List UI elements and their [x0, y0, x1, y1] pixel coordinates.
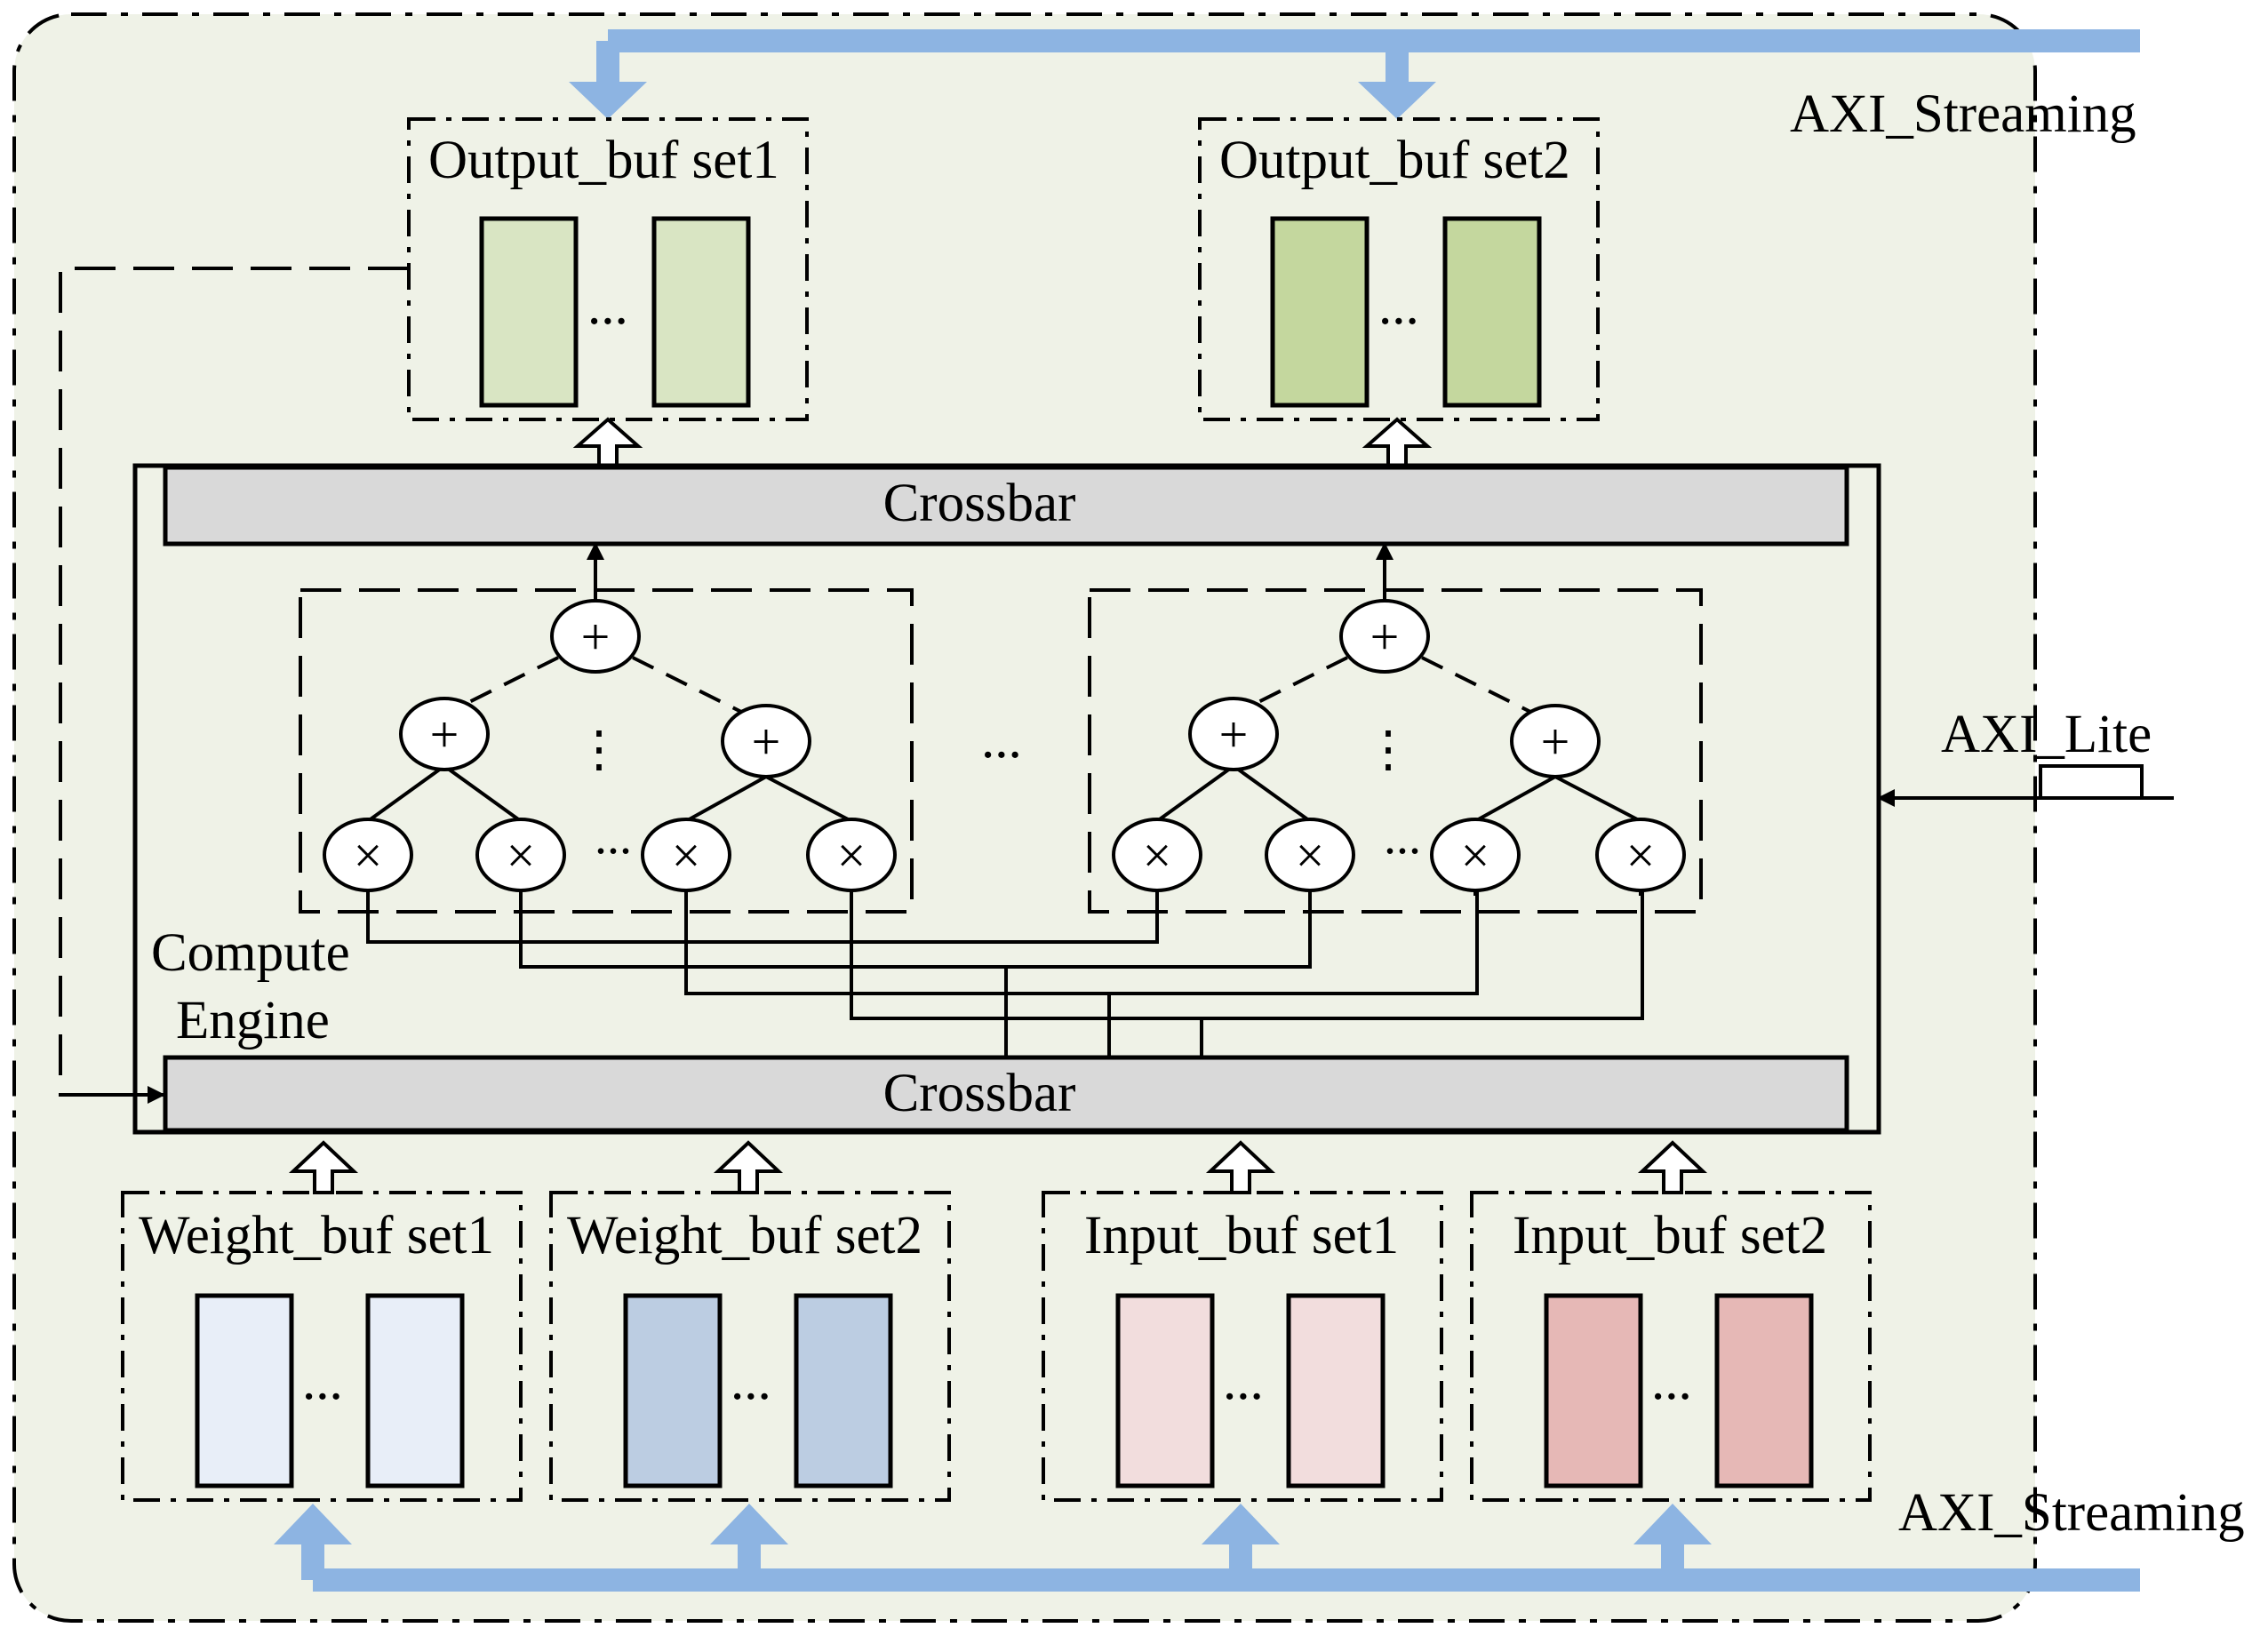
crossbar-top: [163, 465, 1849, 547]
output-buffer-label: Output_buf set1: [428, 131, 779, 190]
adder-node: +: [1188, 697, 1279, 771]
multiplier-node: ×: [1265, 818, 1355, 892]
hollow-up-arrow: [288, 1140, 359, 1194]
ellipsis: ...: [587, 276, 628, 336]
adder-node: +: [1510, 704, 1601, 778]
buffer-block: [1115, 1293, 1215, 1488]
input-side-buffer-label: Weight_buf set1: [139, 1206, 494, 1265]
input-buffer-set-2: Input_buf set2 ...: [1470, 1191, 1872, 1502]
ellipsis: ...: [731, 1352, 771, 1411]
weight-buffer-set-2: Weight_buf set2 ...: [549, 1191, 951, 1502]
ellipsis: ...: [1223, 1352, 1264, 1411]
multiplier-node: ×: [1595, 818, 1686, 892]
ellipsis: ...: [1651, 1352, 1692, 1411]
buffer-block: [794, 1293, 893, 1488]
multiplier-node: ×: [806, 818, 897, 892]
compute-engine-label-line1: Compute: [151, 923, 350, 983]
input-side-buffer-label: Input_buf set2: [1513, 1206, 1827, 1265]
buffer-block: [479, 216, 579, 408]
crossbar-top-label: Crossbar: [883, 474, 1076, 533]
adder-node: +: [721, 704, 811, 778]
crossbar-wires: [366, 890, 1644, 1057]
crossbar-bottom-label: Crossbar: [883, 1064, 1076, 1123]
output-buffer-set-1: Output_buf set1 ...: [407, 117, 809, 421]
buffer-block: [1442, 216, 1542, 408]
ellipsis: ...: [1378, 276, 1419, 336]
axi-streaming-bottom-bus: [274, 1504, 2140, 1592]
multiplier-node-symbol: ×: [507, 826, 536, 884]
axi-streaming-top-label: AXI_Streaming: [1790, 84, 2136, 144]
hollow-up-arrow: [713, 1140, 784, 1194]
vertical-ellipsis: ⋮: [574, 722, 624, 778]
output-buffer-label: Output_buf set2: [1219, 131, 1570, 190]
adder-node-symbol: +: [581, 608, 611, 666]
multiplier-node-symbol: ×: [837, 826, 866, 884]
multiplier-node-symbol: ×: [672, 826, 701, 884]
multiplier-node-symbol: ×: [1626, 826, 1656, 884]
buffer-block: [1286, 1293, 1386, 1488]
multiplier-node: ×: [1430, 818, 1521, 892]
multiplier-node-symbol: ×: [1143, 826, 1172, 884]
axi-lite-label: AXI_Lite: [1941, 705, 2152, 764]
pe-group-2-box: [1088, 588, 1703, 914]
adder-node-symbol: +: [1219, 706, 1249, 763]
multiplier-node-symbol: ×: [1296, 826, 1325, 884]
axi-streaming-bottom-label: AXI_Streaming: [1898, 1483, 2245, 1543]
input-side-buffer-label: Input_buf set1: [1084, 1206, 1399, 1265]
ellipsis: ...: [1384, 810, 1421, 865]
multiplier-node-symbol: ×: [1461, 826, 1490, 884]
vertical-ellipsis: ⋮: [1363, 722, 1413, 778]
buffer-block: [365, 1293, 465, 1488]
output-buffer-set-2: Output_buf set2 ...: [1198, 117, 1600, 421]
input-side-buffer-label: Weight_buf set2: [567, 1206, 922, 1265]
weight-buffer-set-1: Weight_buf set1 ...: [121, 1191, 523, 1502]
buffer-block: [1714, 1293, 1814, 1488]
adder-node-symbol: +: [1541, 713, 1570, 770]
adder-node-symbol: +: [752, 713, 781, 770]
hollow-up-arrow: [1637, 1140, 1708, 1194]
ellipsis: ...: [981, 710, 1022, 770]
buffer-block: [651, 216, 751, 408]
compute-engine-label-line2: Engine: [176, 991, 330, 1050]
adder-node: +: [1339, 599, 1430, 674]
adder-node: +: [399, 697, 490, 771]
input-buffer-set-1: Input_buf set1 ...: [1042, 1191, 1443, 1502]
multiplier-node: ×: [1112, 818, 1202, 892]
multiplier-node: ×: [475, 818, 566, 892]
multiplier-node-symbol: ×: [354, 826, 383, 884]
axi-streaming-top-bus: [569, 29, 2140, 119]
buffer-block: [623, 1293, 723, 1488]
pe-group-1-box: [299, 588, 914, 914]
adder-tree-2: + + + × × × × ⋮...: [1112, 542, 1686, 896]
axi-lite-connector: [1877, 764, 2174, 807]
adder-node-symbol: +: [1370, 608, 1400, 666]
ellipsis: ...: [302, 1352, 343, 1411]
adder-node: +: [550, 599, 641, 674]
adder-node-symbol: +: [430, 706, 459, 763]
multiplier-node: ×: [323, 818, 413, 892]
accelerator-frame: [12, 12, 2037, 1623]
buffer-block: [195, 1293, 294, 1488]
adder-tree-1: + + + × × × × ⋮...: [323, 542, 897, 896]
multiplier-node: ×: [641, 818, 731, 892]
buffer-block: [1270, 216, 1370, 408]
ellipsis: ...: [595, 810, 632, 865]
hollow-up-arrow: [1205, 1140, 1276, 1194]
buffer-block: [1544, 1293, 1643, 1488]
